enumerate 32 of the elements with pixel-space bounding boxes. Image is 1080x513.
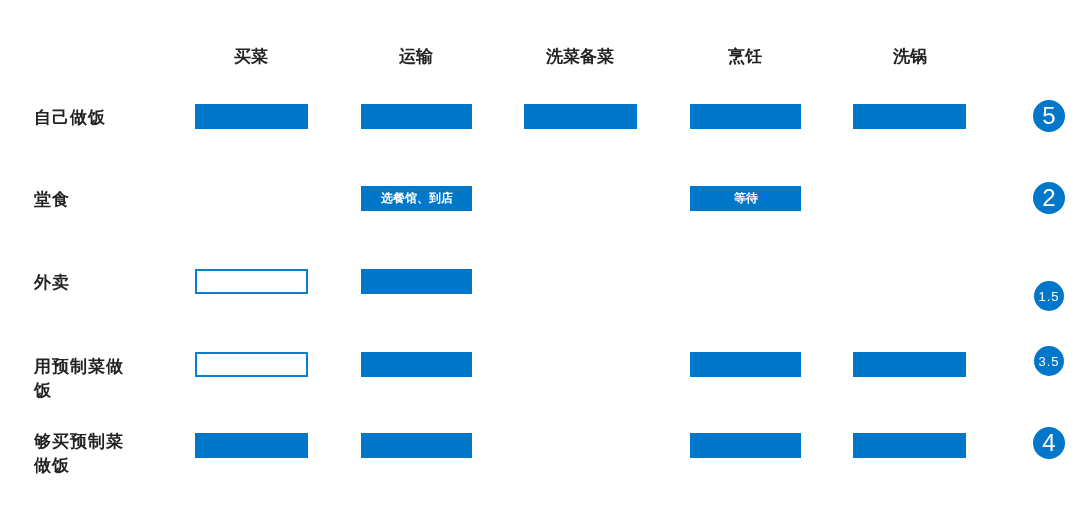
step-bar <box>524 104 637 129</box>
column-header: 烹饪 <box>728 46 762 68</box>
step-bar <box>853 104 966 129</box>
outlined-bar <box>195 269 308 294</box>
score-badge: 1.5 <box>1034 281 1064 311</box>
step-bar <box>361 269 472 294</box>
column-header: 买菜 <box>234 46 268 68</box>
row-label: 用预制菜做饭 <box>34 356 125 402</box>
step-bar <box>690 433 801 458</box>
score-badge: 4 <box>1033 427 1065 459</box>
step-bar <box>690 352 801 377</box>
score-badge: 3.5 <box>1034 346 1064 376</box>
step-bar <box>361 104 472 129</box>
step-bar <box>195 433 308 458</box>
row-label: 外卖 <box>34 272 71 294</box>
score-badge: 5 <box>1033 100 1065 132</box>
step-bar <box>853 433 966 458</box>
step-bar <box>853 352 966 377</box>
column-header: 洗锅 <box>893 46 927 68</box>
column-header: 洗菜备菜 <box>546 46 614 68</box>
score-badge: 2 <box>1033 182 1065 214</box>
step-bar <box>690 104 801 129</box>
outlined-bar <box>195 352 308 377</box>
step-bar <box>361 433 472 458</box>
row-label: 够买预制菜做饭 <box>34 431 125 477</box>
step-bar <box>361 352 472 377</box>
step-bar: 选餐馆、到店 <box>361 186 472 211</box>
column-header: 运输 <box>399 46 433 68</box>
step-bar: 等待 <box>690 186 801 211</box>
row-label: 堂食 <box>34 189 71 211</box>
step-bar <box>195 104 308 129</box>
row-label: 自己做饭 <box>34 107 107 129</box>
